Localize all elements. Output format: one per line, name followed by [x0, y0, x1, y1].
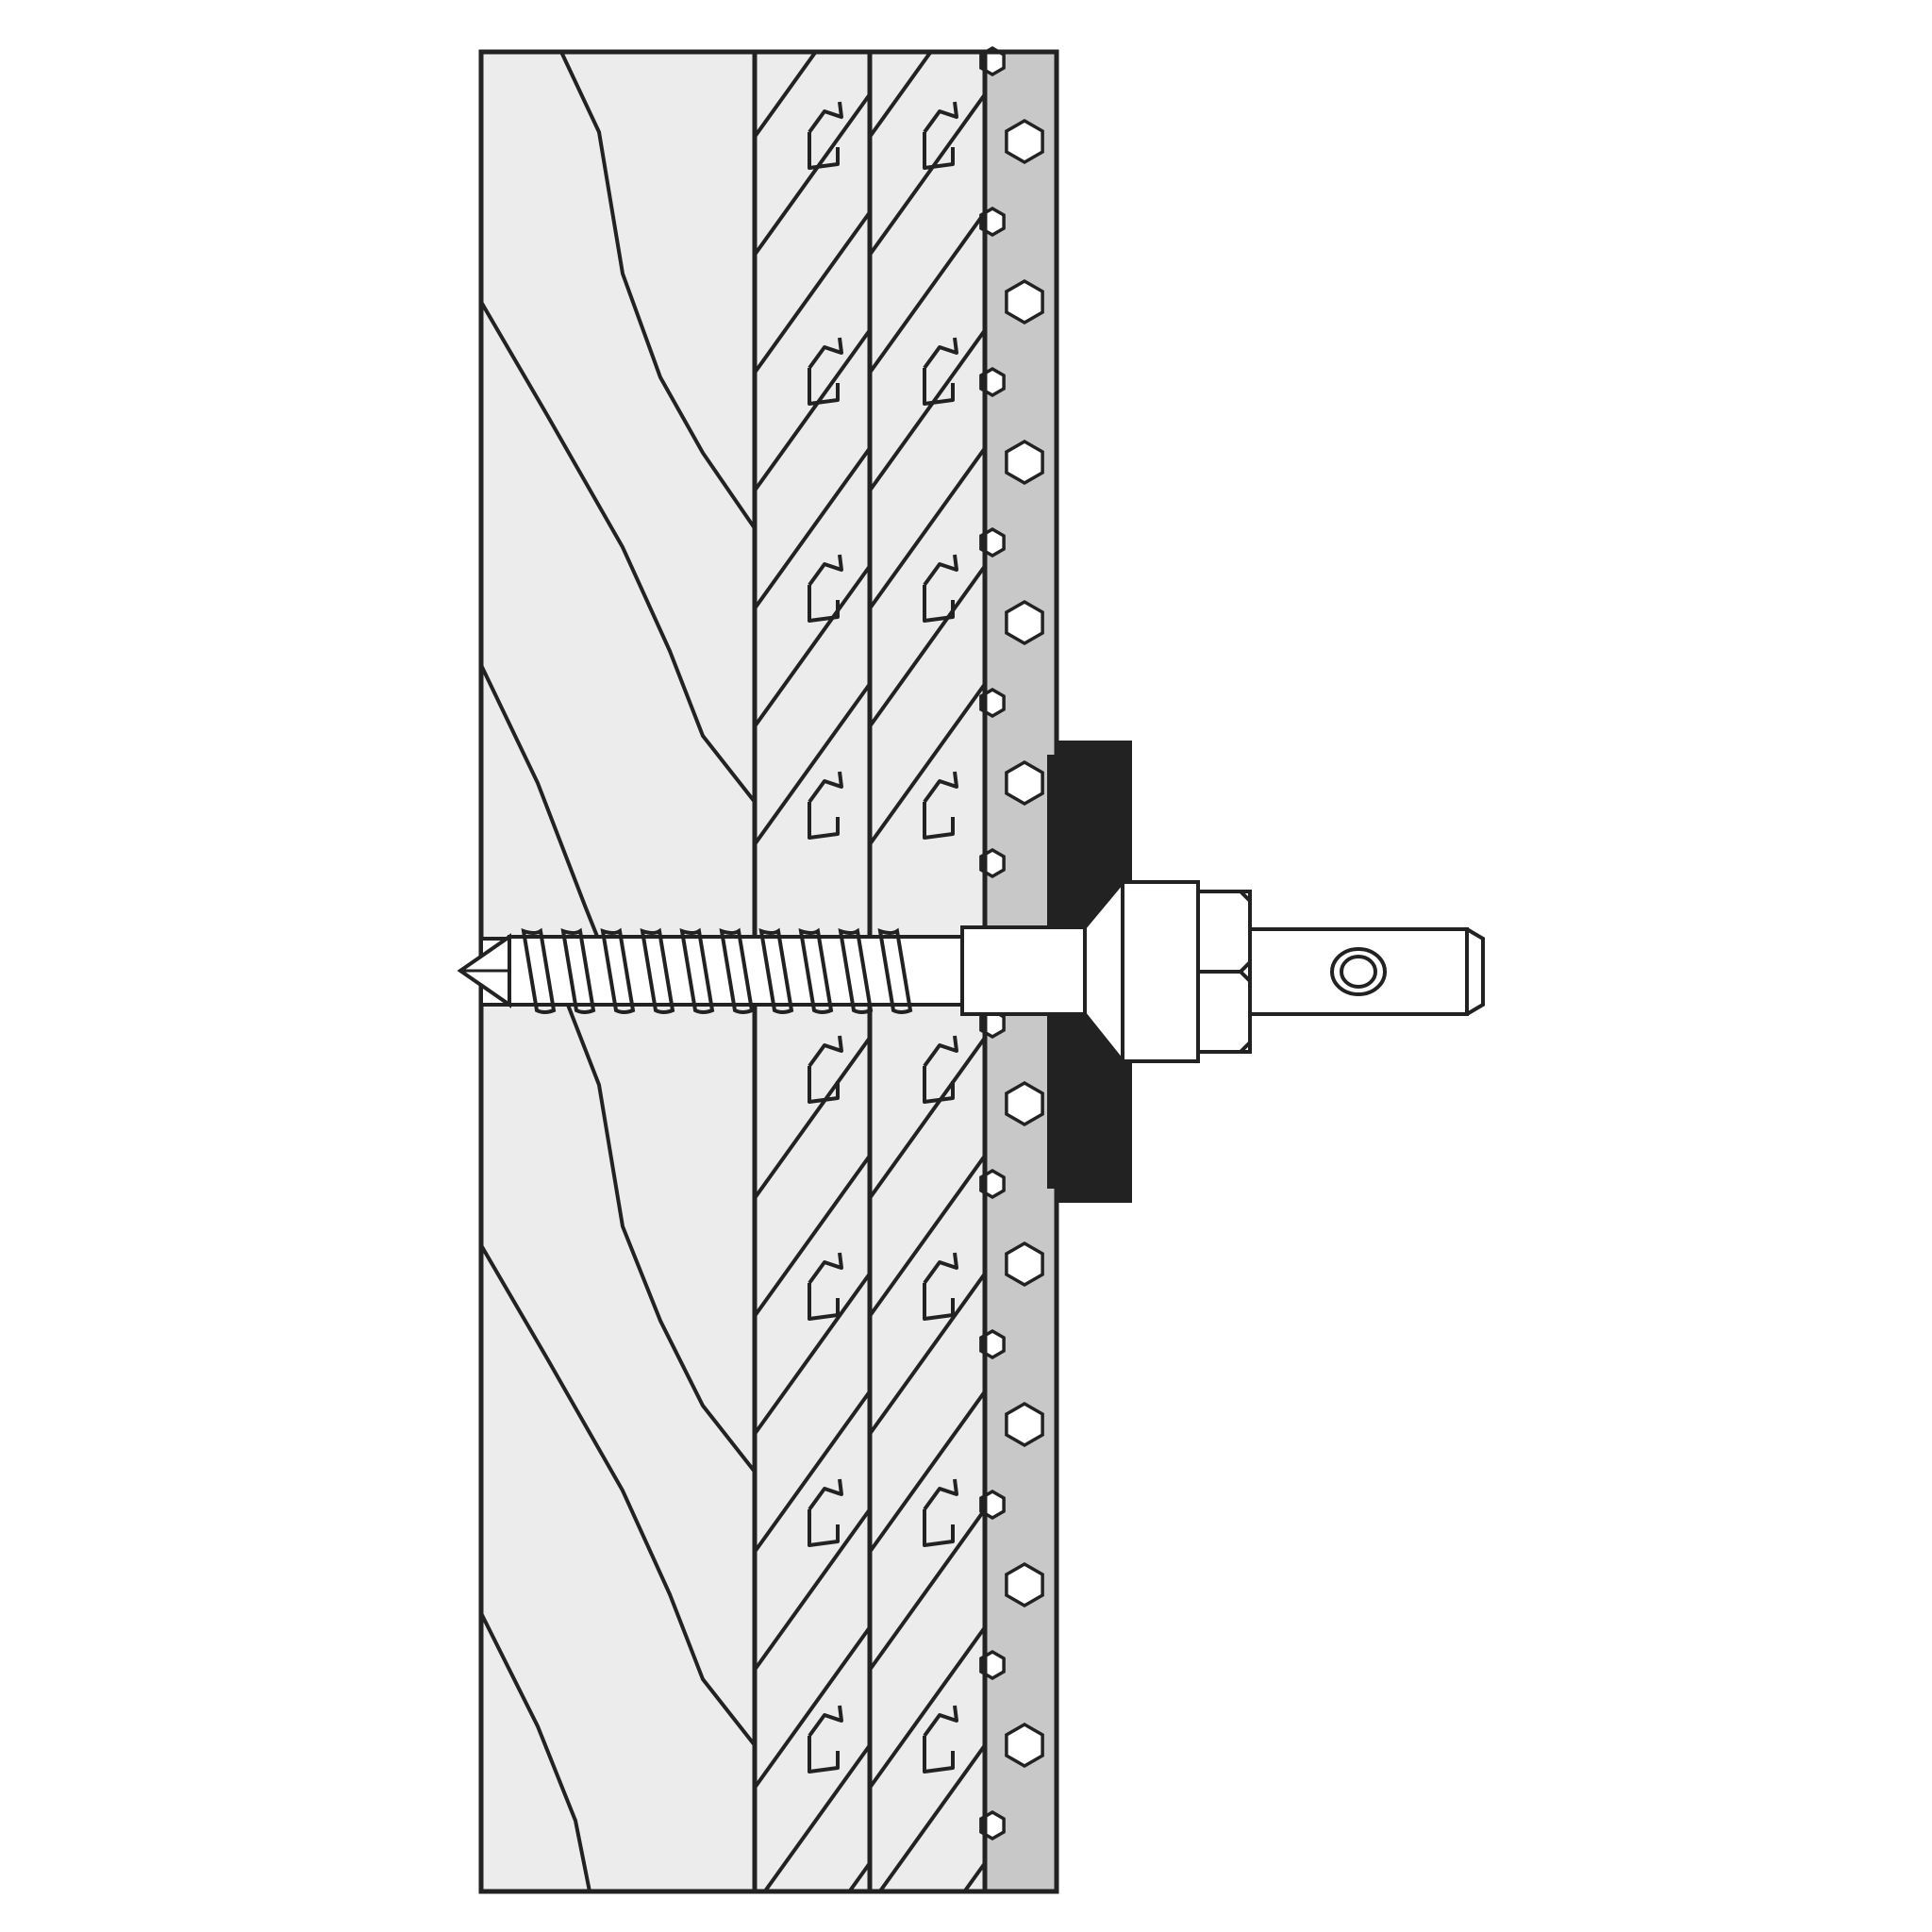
hex-nut	[1196, 890, 1252, 1054]
screw-threads	[521, 927, 913, 1014]
sealing-collar	[1121, 880, 1200, 1063]
board-hatching	[753, 52, 987, 1891]
smooth-shank	[960, 925, 1106, 1016]
wood-grain	[481, 52, 755, 1891]
screw-bolt	[457, 876, 1485, 1067]
board-texture-marks	[808, 101, 958, 1774]
